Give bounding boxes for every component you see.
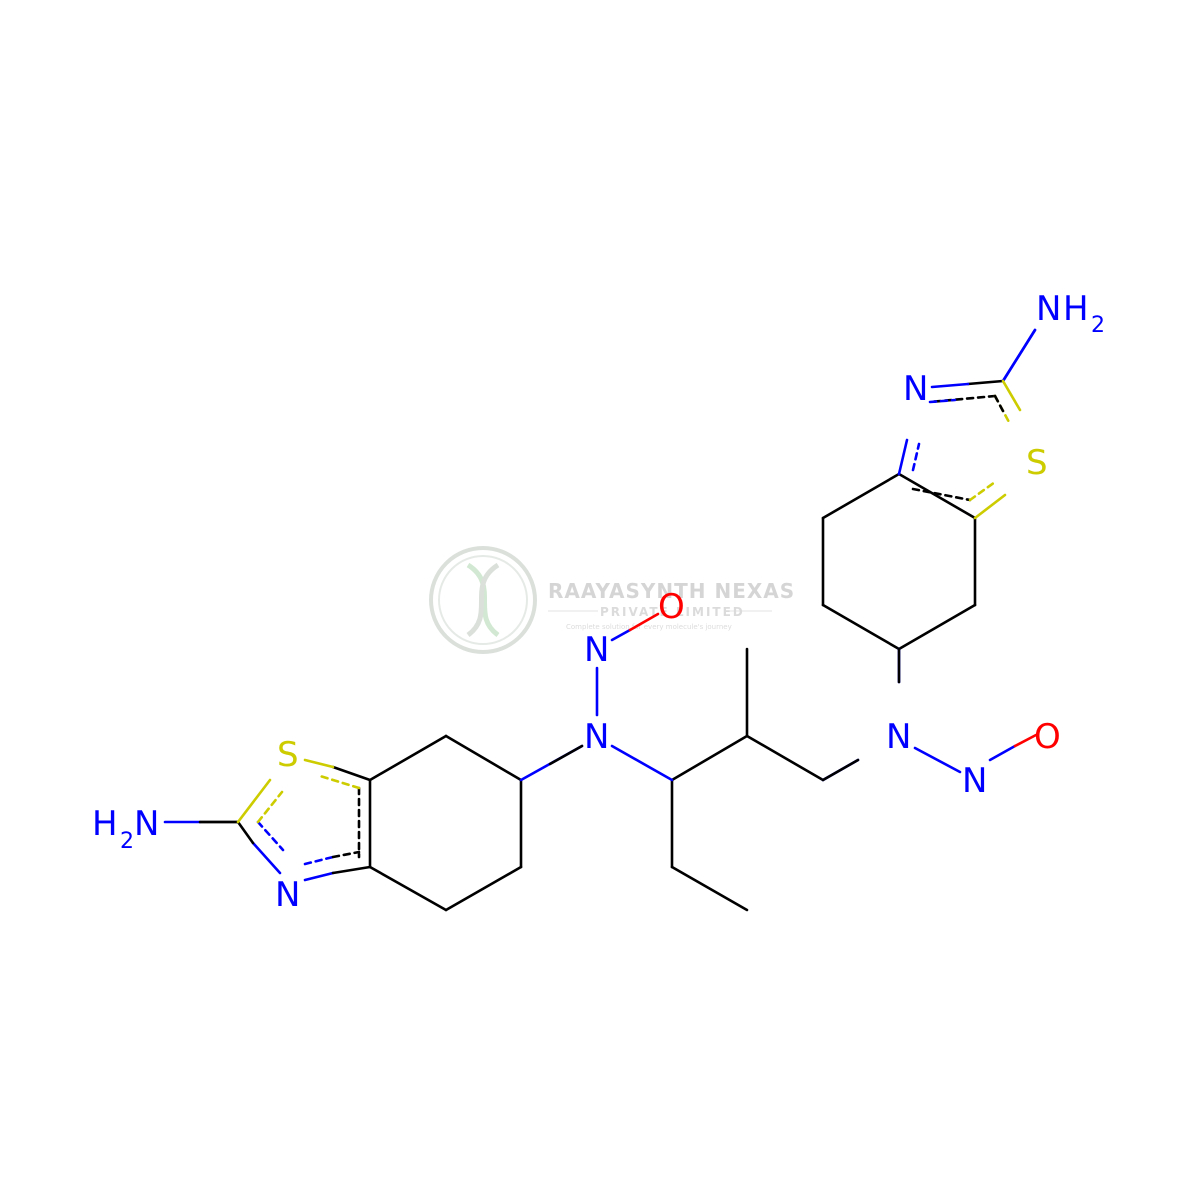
oxygen-bonds [628, 612, 1038, 748]
thiazole-sulfur-left: S [277, 735, 299, 775]
amine-h2-subscript-left: 2 [120, 829, 134, 854]
watermark: RAAYASYNTH NEXAS PRIVATE LIMITED Complet… [429, 546, 795, 654]
sulfur-bonds [236, 379, 1022, 824]
amine-h2-subscript-top: 2 [1091, 313, 1105, 338]
nitroso-oxygen-right: O [1034, 717, 1061, 757]
amine-nitrogen-left: N [584, 717, 609, 757]
amine-nitrogen-left-terminal: N [134, 804, 159, 844]
atom-labels: N H 2 N S N N O N N O S N H 2 N [92, 289, 1105, 915]
watermark-tagline: Complete solution for every molecule's j… [566, 623, 732, 631]
amine-nitrogen-top: N [1036, 289, 1061, 329]
thiazole-sulfur-top: S [1026, 443, 1048, 483]
thiazole-nitrogen-top: N [903, 369, 928, 409]
nitroso-oxygen-left: O [658, 587, 685, 627]
amine-nitrogen-right: N [886, 717, 911, 757]
carbon-bonds [198, 379, 1005, 912]
mixed-bonds [198, 328, 1037, 875]
thiazole-top-carbon-bonds [993, 394, 1005, 413]
watermark-logo-icon [429, 546, 537, 654]
thiazole-nitrogen-left: N [275, 875, 300, 915]
amine-h-top: H [1063, 289, 1089, 329]
nitroso-nitrogen-right: N [962, 761, 987, 801]
amine-h-left: H [92, 804, 118, 844]
watermark-company: RAAYASYNTH NEXAS [548, 579, 795, 603]
nitroso-nitrogen-left: N [584, 630, 609, 670]
watermark-subtitle: PRIVATE LIMITED [600, 605, 745, 619]
